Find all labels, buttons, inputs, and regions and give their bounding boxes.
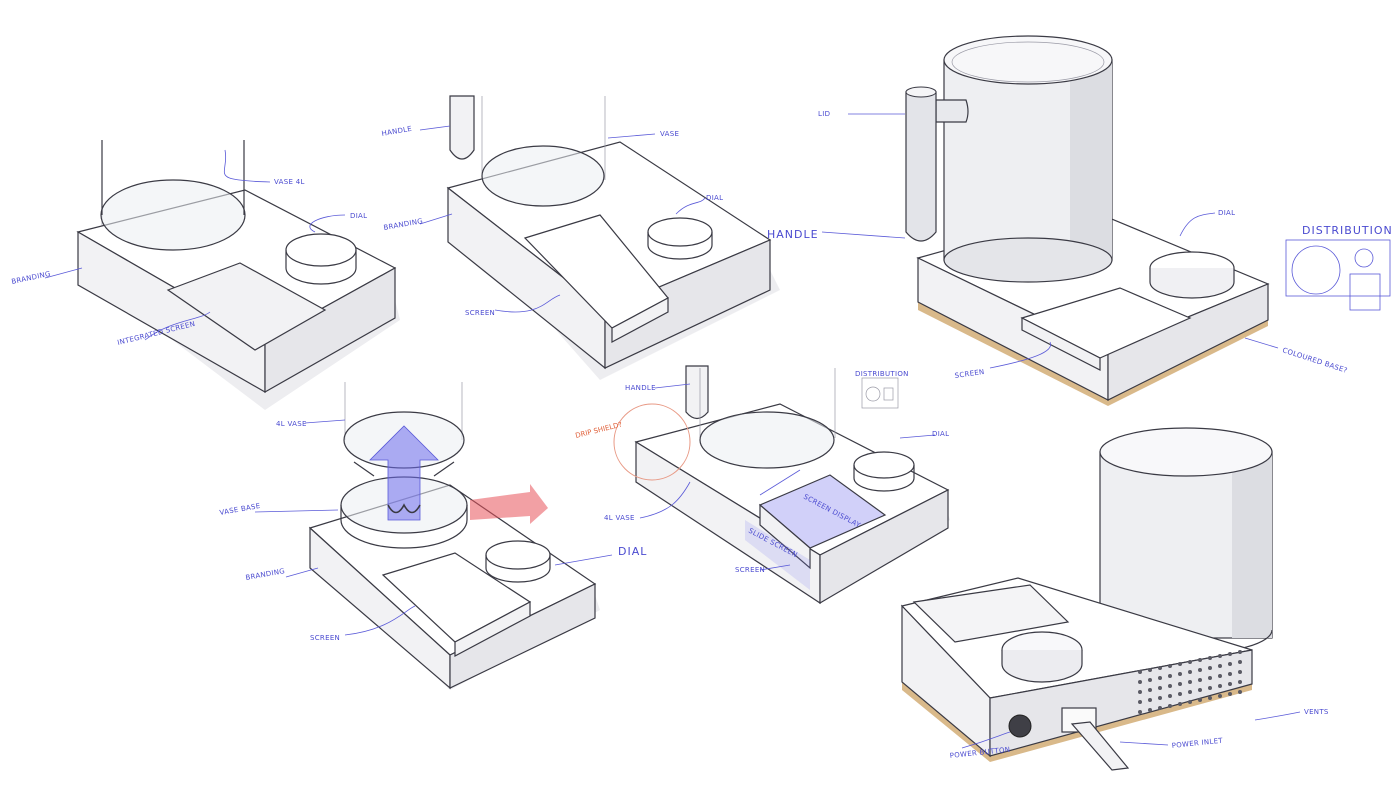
label-dial: DIAL	[618, 545, 647, 558]
label-handle: HANDLE	[767, 228, 819, 241]
vent-grid	[1138, 650, 1242, 714]
sketch-6-device: POWER BUTTON POWER INLET VENTS	[900, 427, 1329, 771]
label-screen: SCREEN	[465, 309, 495, 317]
label-vase-base: VASE BASE	[219, 502, 261, 517]
label-branding: BRANDING	[383, 217, 424, 232]
sketch-5-device: HANDLE DISTRIBUTION DIAL DRIP SHIELD? 4L…	[575, 365, 950, 605]
label-dial: DIAL	[350, 212, 367, 220]
label-handle: HANDLE	[381, 125, 413, 138]
label-dial: DIAL	[932, 430, 949, 438]
label-coloured-base: COLOURED BASE?	[1281, 346, 1348, 375]
label-lid: LID	[818, 110, 830, 118]
label-screen: SCREEN	[310, 634, 340, 642]
distribution-diagram	[861, 377, 899, 409]
label-handle: HANDLE	[625, 384, 656, 392]
label-distribution: DISTRIBUTION	[1302, 224, 1393, 237]
label-distribution: DISTRIBUTION	[855, 370, 909, 378]
sketch-3-device: LID HANDLE DIAL SCREEN COLOURED BASE? DI…	[767, 35, 1393, 406]
distribution-diagram	[1285, 239, 1391, 297]
label-branding: BRANDING	[245, 567, 286, 582]
power-button-icon	[1008, 714, 1032, 738]
sketch-4-device: 4L VASE VASE BASE BRANDING DIAL SCREEN	[219, 382, 647, 690]
label-vents: VENTS	[1304, 708, 1329, 716]
label-screen: SCREEN	[954, 368, 985, 380]
label-screen: SCREEN	[735, 566, 765, 574]
label-4l-vase: 4L VASE	[276, 420, 307, 428]
label-dial: DIAL	[1218, 209, 1235, 217]
label-dial: DIAL	[706, 194, 723, 202]
label-power-inlet: POWER INLET	[1171, 737, 1223, 750]
sketch-2-device: HANDLE VASE BRANDING DIAL SCREEN	[381, 95, 780, 380]
label-branding: BRANDING	[11, 270, 52, 286]
sketch-1-device: VASE 4L DIAL BRANDING INTEGRATED SCREEN	[11, 140, 400, 410]
label-vase: VASE	[660, 130, 679, 138]
label-4l-vase: 4L VASE	[604, 514, 635, 522]
label-vase-4l: VASE 4L	[274, 178, 305, 186]
